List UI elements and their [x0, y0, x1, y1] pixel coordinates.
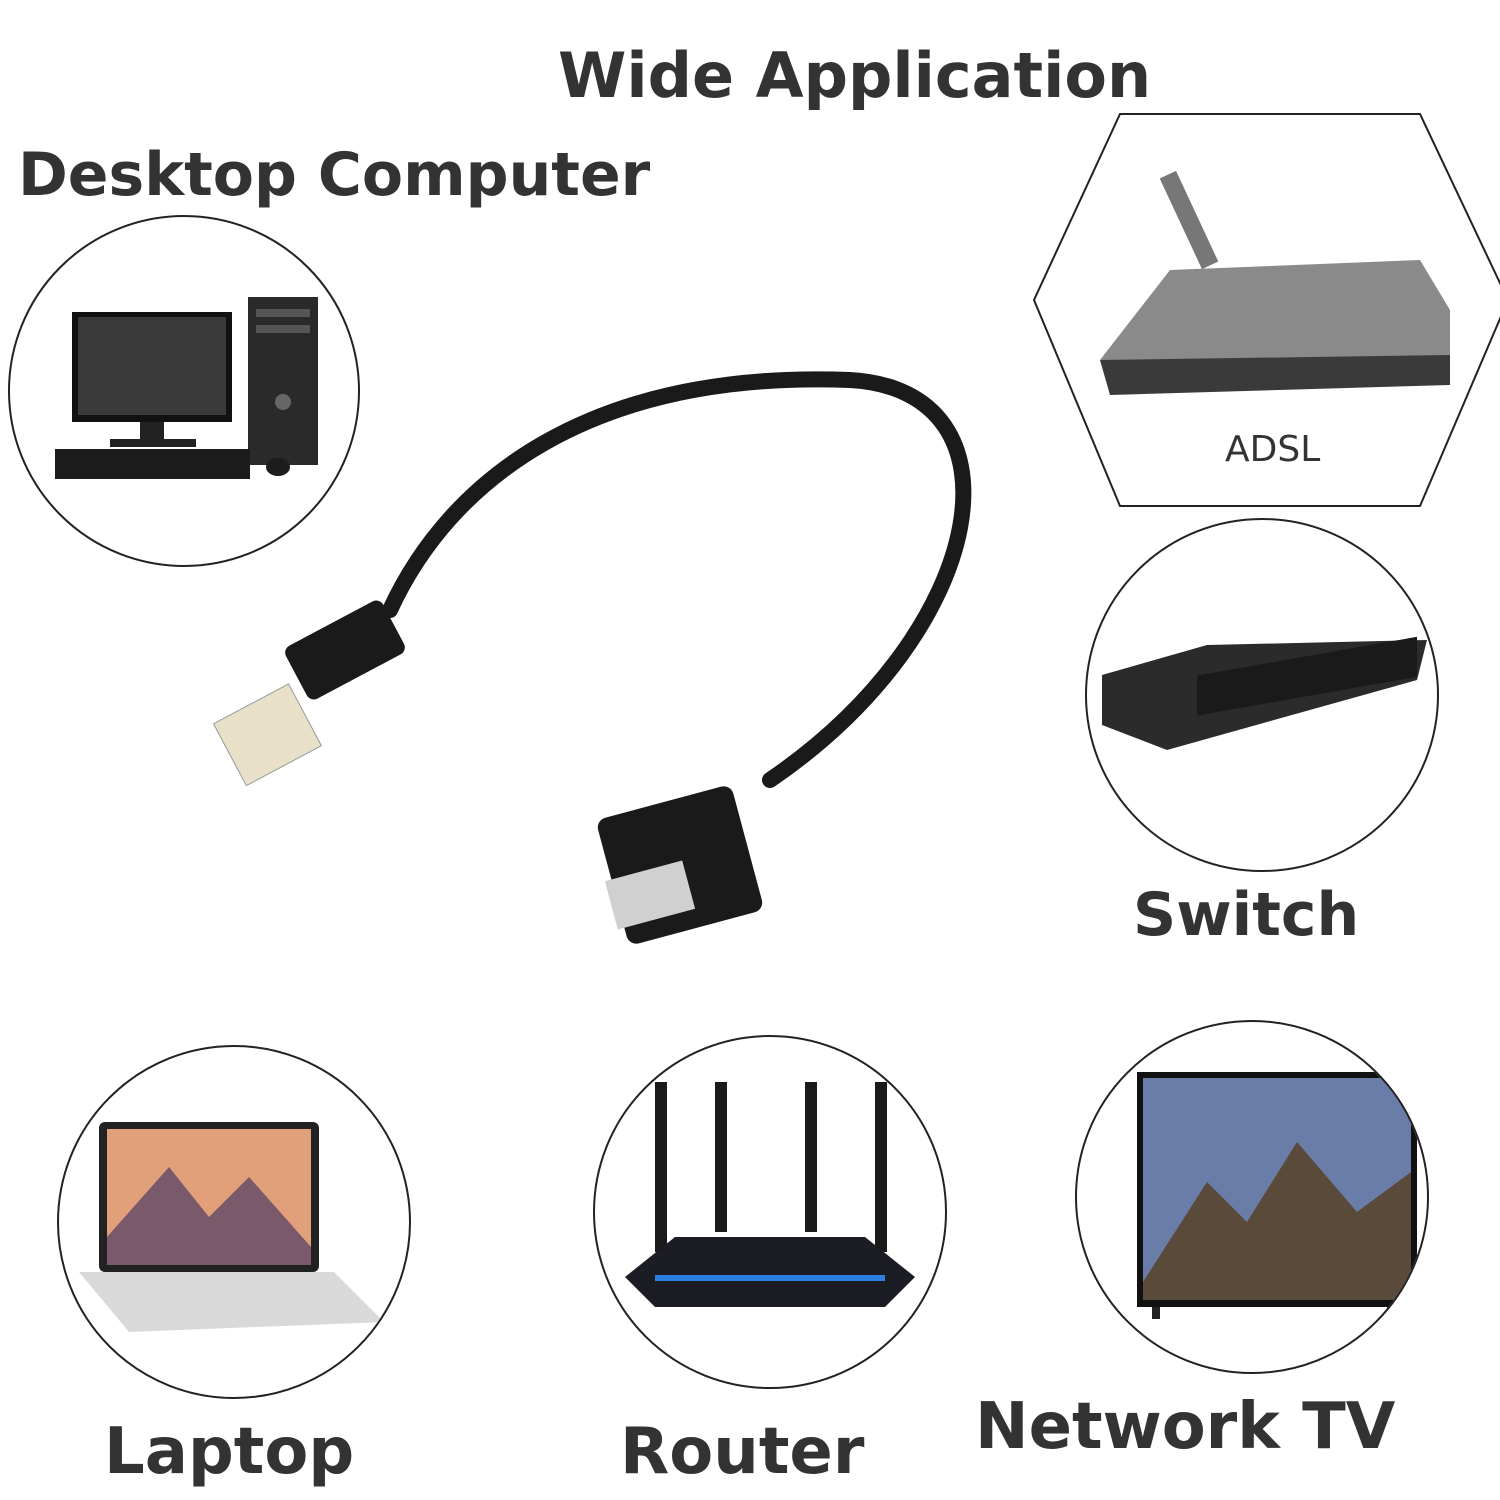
laptop-circle — [57, 1045, 411, 1399]
desktop-label: Desktop Computer — [18, 140, 651, 210]
switch-circle — [1085, 518, 1439, 872]
router-label: Router — [620, 1415, 865, 1489]
router-circle — [593, 1035, 947, 1389]
laptop-icon — [79, 1122, 384, 1332]
network-switch-icon — [1102, 636, 1427, 750]
adsl-label: ADSL — [1225, 429, 1321, 470]
laptop-label: Laptop — [104, 1415, 355, 1489]
adsl-hexagon — [1032, 113, 1500, 507]
tv-label: Network TV — [975, 1390, 1396, 1464]
rj45-to-usb-cable-icon — [212, 371, 972, 944]
network-tv-icon — [1137, 1072, 1417, 1319]
page-title: Wide Application — [558, 39, 1152, 112]
switch-label: Switch — [1133, 880, 1360, 950]
wifi-router-icon — [625, 1082, 915, 1307]
desktop-circle — [8, 215, 360, 567]
desktop-computer-icon — [55, 297, 318, 479]
tv-circle — [1075, 1020, 1429, 1374]
